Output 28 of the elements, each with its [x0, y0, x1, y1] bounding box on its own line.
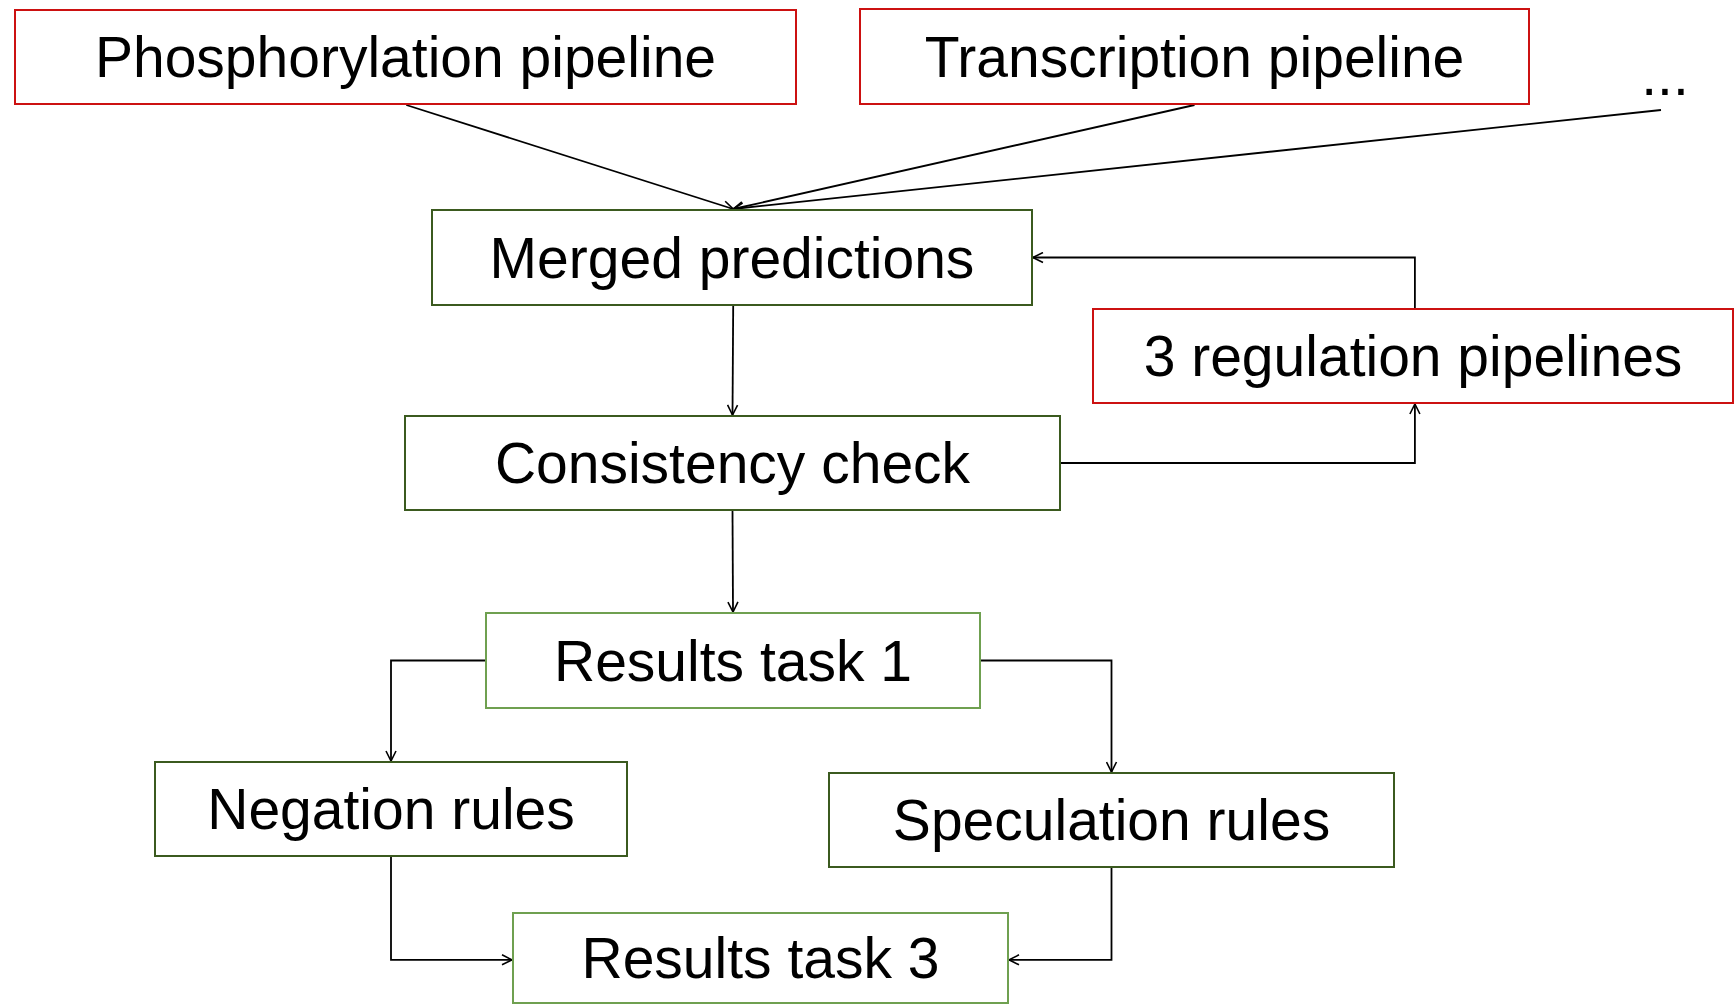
process-box — [154, 761, 628, 857]
process-box — [404, 415, 1061, 511]
process-box — [828, 772, 1395, 868]
arrow — [980, 659, 1118, 773]
pipeline-box — [1092, 308, 1734, 404]
ellipsis-text: ... — [1641, 42, 1689, 108]
box-label: Consistency check — [494, 430, 971, 496]
arrow — [385, 659, 486, 762]
arrow — [390, 856, 513, 966]
arrow — [1032, 251, 1416, 309]
box-label: Speculation rules — [892, 787, 1331, 853]
box-label: 3 regulation pipelines — [1143, 323, 1683, 389]
box-label: Results task 1 — [554, 627, 912, 694]
pipeline-box — [859, 8, 1530, 105]
box-label: Results task 3 — [581, 925, 940, 991]
box-label: Merged predictions — [489, 224, 975, 291]
box-label: Transcription pipeline — [924, 23, 1465, 90]
arrow — [726, 305, 739, 416]
box-label: Negation rules — [207, 776, 575, 842]
process-box — [431, 209, 1033, 306]
arrow — [405, 104, 735, 212]
pipeline-box — [14, 9, 797, 105]
arrow — [1060, 403, 1421, 464]
arrow — [727, 510, 739, 613]
result-box — [485, 612, 981, 709]
arrow — [1008, 867, 1113, 966]
box-label: Phosphorylation pipeline — [94, 24, 717, 90]
result-box — [512, 912, 1009, 1004]
